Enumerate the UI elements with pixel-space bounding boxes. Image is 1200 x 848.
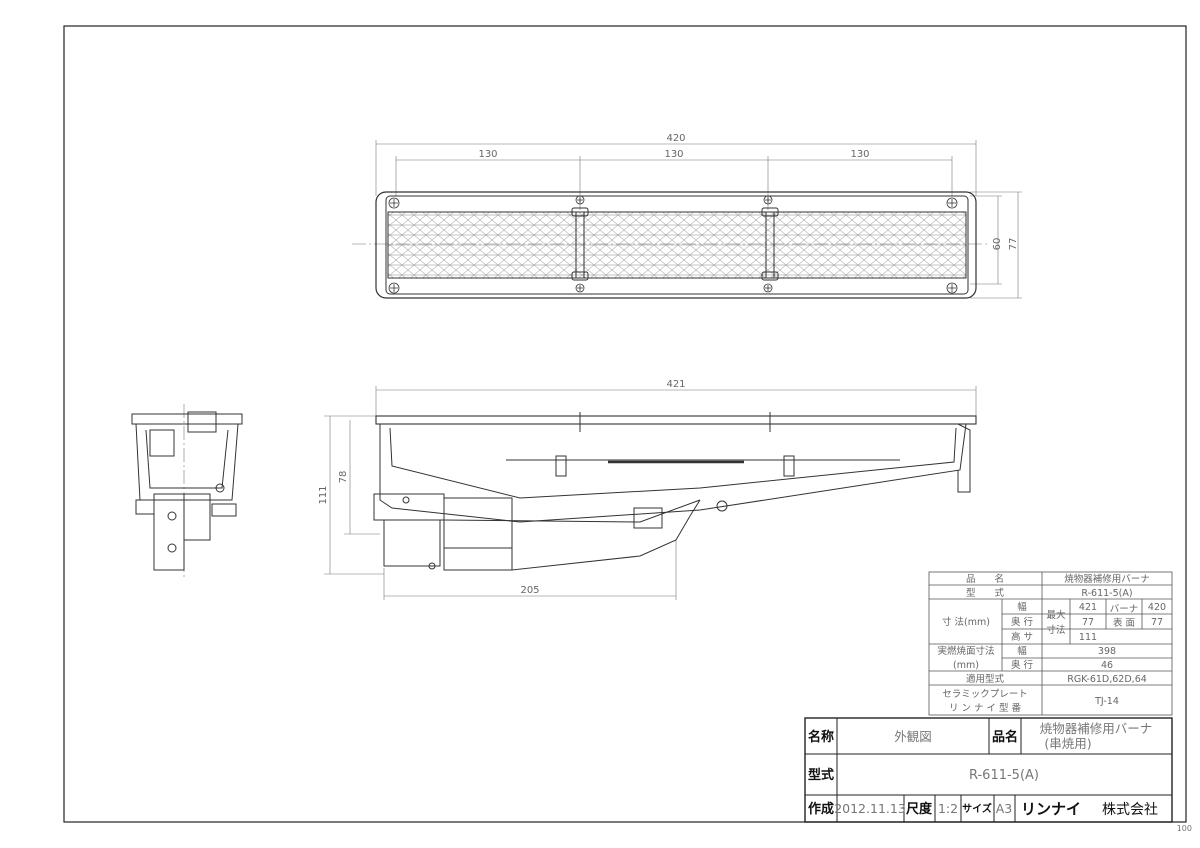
spec-applicable-value: RGK-61D,62D,64 <box>1067 674 1147 685</box>
spec-burner-w: 420 <box>1148 602 1166 613</box>
screw-icons <box>388 195 958 294</box>
title-scale-label: 尺度 <box>906 801 933 817</box>
spec-size-w: 幅 <box>1017 601 1027 613</box>
spec-size-h: 高 サ <box>1011 631 1033 643</box>
dim-top-seg3: 130 <box>850 149 869 160</box>
title-model-value: R-611-5(A) <box>969 768 1039 783</box>
burner-top-rail <box>375 415 977 425</box>
spec-applicable-label: 適用型式 <box>966 673 1005 685</box>
title-scale-value: 1:2 <box>938 801 958 816</box>
title-name-value: 外観図 <box>894 729 932 744</box>
side-dimension-lines <box>324 386 977 600</box>
spec-name-value: 焼物器補修用バーナ <box>1064 573 1150 585</box>
gas-valve-bracket <box>373 493 445 521</box>
spec-actual-label2: (mm) <box>953 660 979 671</box>
spec-ceramic-label1: セラミックプレート <box>942 689 1028 700</box>
dim-side-bottom: 205 <box>520 585 539 596</box>
spec-name-label: 品 名 <box>966 573 1004 585</box>
spec-size-d: 奥 行 <box>1011 616 1034 628</box>
title-block-text: 名称 外観図 品名 焼物器補修用バーナ (串焼用) 型式 R-611-5(A) … <box>808 721 1158 818</box>
dim-top-seg2: 130 <box>664 149 683 160</box>
dim-top-overall: 420 <box>666 133 685 144</box>
dim-top-depth-inner: 60 <box>992 238 1003 251</box>
title-product-label: 品名 <box>992 729 1018 745</box>
spec-ceramic-label2: リ ン ナ イ 型 番 <box>949 702 1022 714</box>
dim-top-depth-outer: 77 <box>1008 238 1019 251</box>
spec-model-label: 型 式 <box>966 587 1005 599</box>
spec-table <box>928 571 1173 716</box>
title-model-label: 型式 <box>808 767 834 783</box>
spec-burner-label1: バーナ <box>1110 604 1139 615</box>
title-size-label: サイズ <box>962 802 992 815</box>
spec-max-label2: 寸法 <box>1046 624 1065 636</box>
page-number: 100 <box>1176 824 1192 833</box>
spec-max-label1: 最大 <box>1046 609 1066 621</box>
dim-side-height-total: 111 <box>318 485 329 504</box>
end-view <box>131 404 243 578</box>
title-made-label: 作成 <box>808 801 834 817</box>
spec-max-w: 421 <box>1079 602 1097 613</box>
dim-top-seg1: 130 <box>478 149 497 160</box>
spec-max-d: 77 <box>1082 617 1094 628</box>
title-made-date: 2012.11.13 <box>834 801 906 816</box>
title-size-value: A3 <box>996 801 1013 816</box>
spec-actual-label1: 実燃焼面寸法 <box>937 645 994 657</box>
title-name-label: 名称 <box>808 729 834 745</box>
spec-actual-d: 46 <box>1101 660 1113 671</box>
drawing-frame <box>63 25 1187 823</box>
spec-burner-label2: 表 面 <box>1113 617 1135 629</box>
spec-table-text: 品 名 焼物器補修用バーナ 型 式 R-611-5(A) 寸 法(mm) 幅 奥… <box>937 573 1166 714</box>
spec-actual-w: 398 <box>1098 646 1116 657</box>
top-view <box>352 140 1022 299</box>
spec-size-label: 寸 法(mm) <box>942 616 990 628</box>
dim-side-height-inner: 78 <box>338 471 349 484</box>
company-suffix: 株式会社 <box>1102 802 1158 818</box>
burner-frame-top <box>375 191 977 299</box>
spec-max-h: 111 <box>1079 632 1097 643</box>
spec-actual-w-label: 幅 <box>1017 645 1027 657</box>
dim-side-length: 421 <box>666 379 685 390</box>
title-product-value2: (串焼用) <box>1044 736 1091 751</box>
spec-model-value: R-611-5(A) <box>1081 588 1132 599</box>
spec-ceramic-value: TJ-14 <box>1094 696 1119 707</box>
ceramic-plate-mesh <box>387 211 967 279</box>
company-logo: リンナイ <box>1021 800 1081 818</box>
title-product-value1: 焼物器補修用バーナ <box>1040 721 1153 736</box>
spec-burner-d: 77 <box>1151 617 1163 628</box>
side-view <box>324 386 977 600</box>
spec-actual-d-label: 奥 行 <box>1011 659 1034 671</box>
title-block <box>804 717 1173 823</box>
